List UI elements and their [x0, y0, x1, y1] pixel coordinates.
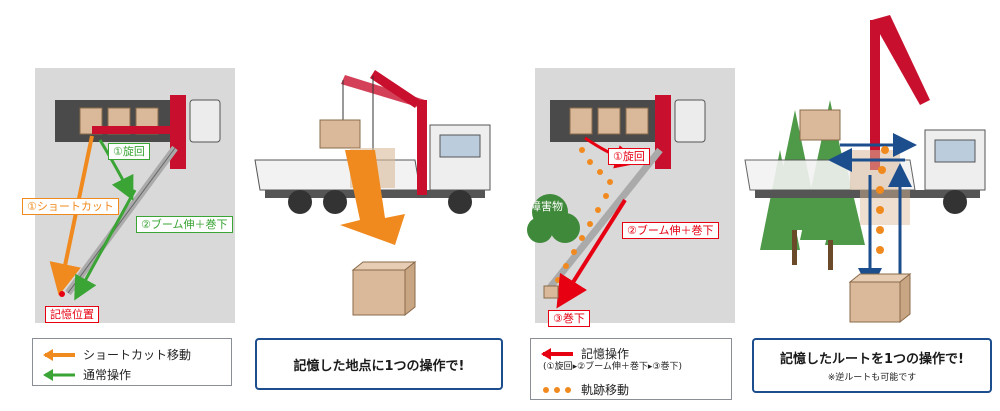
wheel — [323, 190, 347, 214]
rotate-label: ①旋回 — [608, 148, 650, 165]
panel2-illustration — [254, 70, 491, 317]
cargo-box-ghost — [850, 150, 900, 190]
truck-cab — [189, 99, 221, 143]
legend-row-shortcut: ショートカット移動 — [43, 346, 191, 363]
crane-boom-ghost — [341, 75, 425, 108]
callout-text: 記憶した地点に1つの操作で! — [293, 358, 465, 374]
rotation-arrow — [98, 139, 134, 201]
legend-row-trajectory: 軌跡移動 — [541, 381, 629, 398]
memory-position-dot — [59, 291, 65, 297]
wheel — [943, 190, 967, 214]
cargo-box-ghost — [860, 190, 910, 225]
callout-box: 記憶したルートを1つの操作で! ※逆ルートも可能です — [752, 338, 992, 393]
panel-truck-crane-illustration: 記憶した地点に1つの操作で! — [245, 0, 510, 411]
orange-arrow-icon — [43, 348, 75, 361]
truck-bed — [254, 159, 421, 191]
target-box — [543, 285, 559, 299]
cargo-box — [625, 107, 649, 135]
destination-box — [352, 269, 406, 316]
legend-memory-sub: (①旋回▸②ブーム伸＋巻下▸③巻下) — [543, 362, 682, 372]
crane-base — [170, 95, 186, 169]
legend-memory-text: 記憶操作 — [581, 347, 630, 361]
crane-boom — [872, 15, 930, 105]
panel4-illustration — [744, 15, 986, 324]
panel1-illustration — [35, 68, 235, 323]
callout-box: 記憶した地点に1つの操作で! — [255, 338, 503, 390]
panel3-illustration — [527, 68, 735, 323]
panel-route-illustration: 記憶したルートを1つの操作で! ※逆ルートも可能です — [740, 0, 1000, 411]
boom-arrow — [74, 189, 137, 301]
wheel — [288, 190, 312, 214]
rotate-label: ①旋回 — [108, 143, 150, 160]
callout-text: 記憶したルートを1つの操作で! — [780, 352, 964, 367]
legend-row-memory: 記憶操作 — [541, 345, 629, 362]
legend-box: ショートカット移動 通常操作 — [32, 338, 232, 386]
legend-normal-text: 通常操作 — [83, 368, 132, 382]
crane-column — [417, 100, 427, 195]
dotted-trajectory-icon — [543, 386, 571, 393]
panel-obstacle-diagram: ①旋回 障害物 ②ブーム伸＋巻下 ③巻下 記憶操作 (①旋回▸②ブーム伸＋巻下▸… — [510, 0, 740, 411]
cargo-box — [569, 107, 593, 135]
cargo-box — [597, 107, 621, 135]
wheel — [448, 190, 472, 214]
legend-box: 記憶操作 (①旋回▸②ブーム伸＋巻下▸③巻下) 軌跡移動 — [530, 338, 732, 400]
cargo-box — [799, 109, 841, 141]
truck-cab — [674, 99, 706, 143]
truck-chassis — [755, 190, 980, 198]
legend-shortcut-text: ショートカット移動 — [83, 348, 192, 362]
legend-trajectory-text: 軌跡移動 — [581, 383, 630, 397]
cargo-box — [319, 119, 361, 149]
shortcut-label: ①ショートカット — [22, 198, 119, 215]
boom-label: ②ブーム伸＋巻下 — [622, 222, 719, 239]
trajectory-dots — [876, 146, 889, 254]
legend-row-normal: 通常操作 — [43, 366, 131, 383]
memory-position-label: 記憶位置 — [45, 306, 99, 323]
boom-label: ②ブーム伸＋巻下 — [136, 216, 233, 233]
destination-box — [849, 281, 901, 323]
shortcut-move-arrow — [340, 150, 405, 245]
obstacle-label: 障害物 — [530, 200, 563, 213]
crane-boom-top — [92, 126, 172, 134]
callout-note: ※逆ルートも可能です — [827, 373, 917, 383]
boom-arrow — [556, 198, 627, 309]
green-arrow-icon — [43, 368, 75, 381]
panel-shortcut-diagram: ①旋回 ①ショートカット ②ブーム伸＋巻下 記憶位置 ショートカット移動 通常操… — [0, 0, 245, 411]
red-arrow-icon — [541, 347, 573, 360]
crane-column — [870, 20, 880, 170]
lower-label: ③巻下 — [548, 310, 590, 327]
